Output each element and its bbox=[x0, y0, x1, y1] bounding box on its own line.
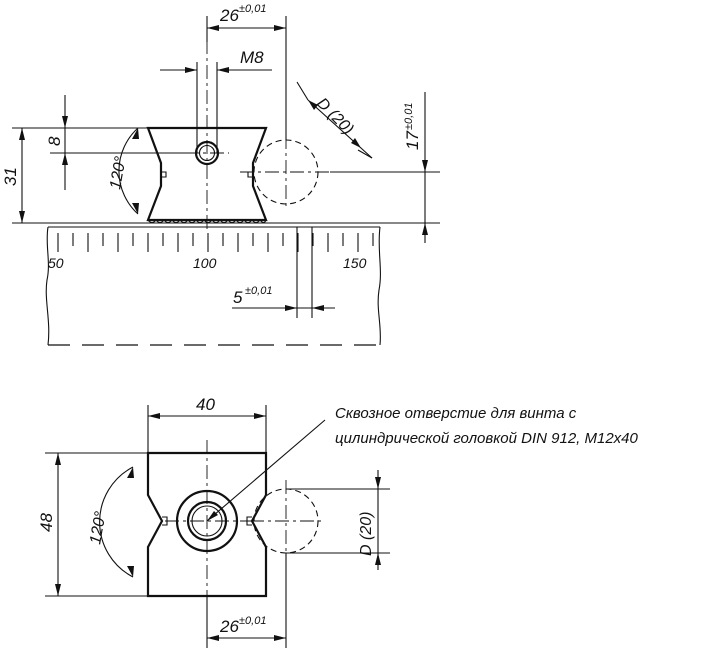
angle-120-bottom: 120° bbox=[87, 466, 134, 578]
dim-5-value: 5 bbox=[233, 288, 243, 307]
note-line-2: цилиндрической головкой DIN 912, M12x40 bbox=[335, 430, 639, 447]
dim-31: 31 bbox=[1, 127, 50, 224]
scale-label-100: 100 bbox=[193, 255, 217, 271]
top-cylinder bbox=[240, 135, 440, 210]
dim-40-value: 40 bbox=[196, 395, 215, 414]
scale-rail: 50 100 150 bbox=[45, 222, 381, 346]
dim-26-top-tolerance: ±0,01 bbox=[239, 3, 266, 15]
dim-17-tolerance: ±0,01 bbox=[403, 103, 415, 130]
bottom-block bbox=[146, 440, 268, 610]
angle-120-bottom-value: 120° bbox=[87, 510, 110, 546]
dim-17: 17 ±0,01 bbox=[380, 92, 440, 243]
dim-40: 40 bbox=[147, 395, 267, 453]
dim-48-value: 48 bbox=[37, 513, 56, 532]
dim-5-tolerance: ±0,01 bbox=[245, 285, 272, 297]
dim-48: 48 bbox=[37, 452, 148, 597]
angle-120-top: 120° bbox=[107, 127, 139, 215]
scale-ticks bbox=[57, 233, 374, 252]
dim-26-bottom-tolerance: ±0,01 bbox=[239, 615, 266, 627]
dim-8-value: 8 bbox=[45, 136, 64, 146]
scale-label-50: 50 bbox=[48, 255, 64, 271]
dim-m8-value: M8 bbox=[240, 48, 264, 67]
dim-d20-bottom: D (20) bbox=[286, 470, 390, 570]
dim-m8: M8 bbox=[160, 48, 272, 73]
note-line-1: Сквозное отверстие для винта с bbox=[335, 405, 577, 422]
dim-8: 8 bbox=[45, 95, 190, 190]
dim-17-value: 17 bbox=[403, 131, 422, 150]
dim-26-top-value: 26 bbox=[219, 6, 239, 25]
dim-26-top: 26 ±0,01 bbox=[206, 3, 287, 140]
dim-31-value: 31 bbox=[1, 167, 20, 186]
dim-26-bottom: 26 ±0,01 bbox=[206, 553, 287, 648]
dim-d20-bottom-value: D (20) bbox=[358, 512, 375, 556]
angle-120-top-value: 120° bbox=[107, 155, 130, 191]
dim-d20-top: D (20) bbox=[296, 81, 373, 159]
dim-d20-top-value: D (20) bbox=[313, 95, 356, 138]
top-view: 50 100 150 bbox=[1, 3, 440, 346]
dim-26-bottom-value: 26 bbox=[219, 617, 239, 636]
hole-note: Сквозное отверстие для винта с цилиндрич… bbox=[206, 405, 639, 522]
scale-label-150: 150 bbox=[343, 255, 367, 271]
counterbore-hole bbox=[175, 489, 239, 553]
dim-5: 5 ±0,01 bbox=[232, 227, 335, 318]
bottom-cylinder bbox=[250, 480, 322, 560]
m8-hole bbox=[185, 40, 229, 230]
bottom-view: 40 48 120° D (20) bbox=[37, 395, 639, 648]
